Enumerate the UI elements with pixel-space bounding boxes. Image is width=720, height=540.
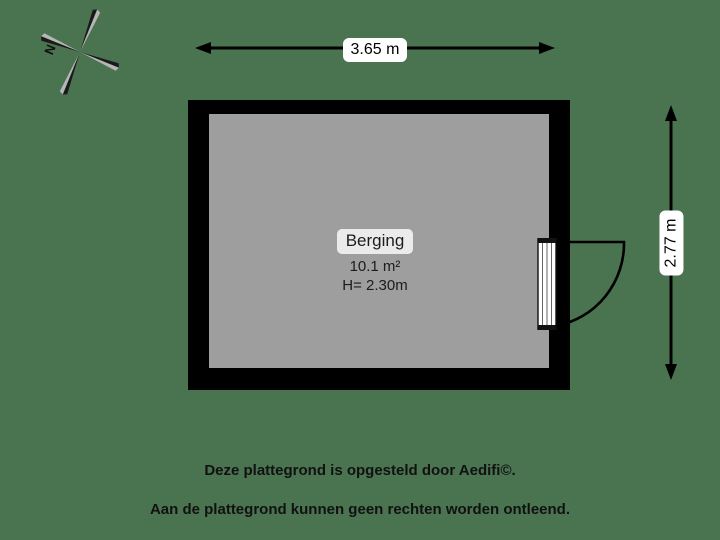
footer-line-2: Aan de plattegrond kunnen geen rechten w… xyxy=(149,501,571,518)
footer-line-1: Deze plattegrond is opgesteld door Aedif… xyxy=(204,462,516,479)
dimension-right-label-wrap: 2.77 m xyxy=(650,105,692,380)
door-swing-icon xyxy=(537,237,626,331)
footer-disclaimer: Deze plattegrond is opgesteld door Aedif… xyxy=(0,462,720,519)
room-berging xyxy=(188,100,570,390)
dimension-right: 2.77 m xyxy=(650,105,692,380)
dimension-top-label-wrap: 3.65 m xyxy=(195,30,555,70)
room-floor xyxy=(209,114,549,368)
door-right-wall xyxy=(536,237,636,331)
dimension-top: 3.65 m xyxy=(195,30,555,70)
compass-rose-icon: N xyxy=(41,9,119,95)
compass-rose: N xyxy=(18,4,148,104)
dimension-top-label: 3.65 m xyxy=(342,38,408,62)
room-walls xyxy=(188,100,570,390)
dimension-right-label: 2.77 m xyxy=(659,210,684,275)
